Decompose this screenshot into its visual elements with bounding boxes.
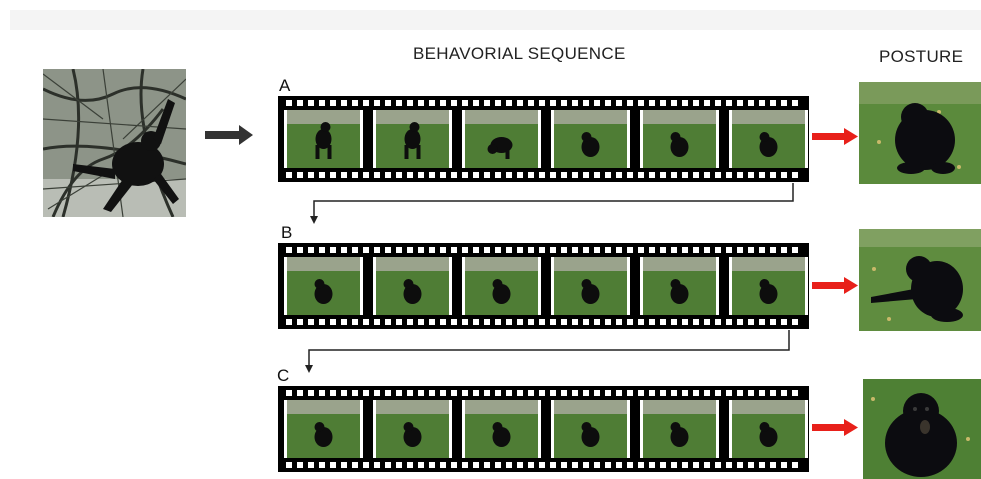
film-frame <box>551 400 630 458</box>
gibbon-sitting-figure <box>403 279 422 304</box>
posture-arrow-c <box>812 419 858 436</box>
film-frame <box>462 110 541 168</box>
gibbon-in-tree-photo <box>43 69 186 217</box>
film-frame <box>284 110 363 168</box>
film-frame <box>640 110 719 168</box>
gibbon-walking-figure <box>315 122 332 159</box>
connector-a-to-b <box>313 183 794 217</box>
film-frame <box>284 257 363 315</box>
film-frame <box>640 257 719 315</box>
film-strip-c <box>278 386 809 472</box>
gibbon-sitting-figure <box>314 279 333 304</box>
posture-photo-a <box>859 82 981 184</box>
film-frame <box>640 400 719 458</box>
row-label-a: A <box>279 76 291 95</box>
gibbon-sitting-figure <box>759 422 778 447</box>
film-strip-a <box>278 96 809 182</box>
gibbon-sitting-figure <box>670 279 689 304</box>
posture-arrow-a <box>812 128 858 145</box>
gibbon-sitting-figure <box>759 132 778 157</box>
film-frame <box>729 110 808 168</box>
gibbon-sitting-figure <box>670 132 689 157</box>
posture-title: POSTURE <box>879 47 964 66</box>
gibbon-sitting-figure <box>759 279 778 304</box>
gibbon-bending-figure <box>487 137 513 159</box>
gibbon-sitting-figure <box>403 422 422 447</box>
sequence-title: BEHAVORIAL SEQUENCE <box>413 44 626 63</box>
film-frame <box>373 400 452 458</box>
film-frame <box>551 257 630 315</box>
top-band <box>10 10 981 30</box>
connector-b-to-c <box>308 330 790 366</box>
gibbon-sitting-figure <box>670 422 689 447</box>
row-label-c: C <box>277 366 290 385</box>
gibbon-walking-figure <box>404 122 421 159</box>
gibbon-sitting-figure <box>492 422 511 447</box>
posture-photo-c <box>863 379 981 479</box>
input-arrow <box>205 125 253 145</box>
film-frame <box>462 400 541 458</box>
gibbon-sitting-figure <box>581 279 600 304</box>
film-frame <box>462 257 541 315</box>
row-label-b: B <box>281 223 293 242</box>
gibbon-sitting-figure <box>314 422 333 447</box>
film-frame <box>373 257 452 315</box>
posture-photo-b <box>859 229 981 331</box>
film-frame <box>551 110 630 168</box>
gibbon-sitting-figure <box>581 132 600 157</box>
film-frame <box>373 110 452 168</box>
gibbon-sitting-figure <box>581 422 600 447</box>
film-frame <box>729 257 808 315</box>
gibbon-sitting-figure <box>492 279 511 304</box>
film-frame <box>284 400 363 458</box>
posture-arrow-b <box>812 277 858 294</box>
film-strip-b <box>278 243 809 329</box>
film-frame <box>729 400 808 458</box>
